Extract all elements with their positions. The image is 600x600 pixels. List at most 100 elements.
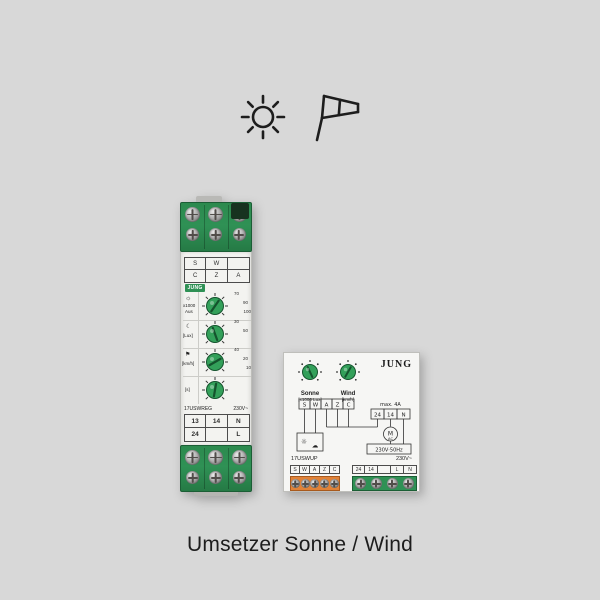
terminal-screw [186,471,200,484]
panel-divider [183,376,251,377]
terminal-screw [209,471,223,484]
terminal-label-cell [227,258,249,270]
terminal-label-cell [378,465,391,474]
terminal-screw [232,471,246,484]
terminal-label-cell: Z [206,270,228,282]
lux-threshold-knob [202,321,228,344]
cloud-icon: ☁ [312,442,319,450]
scale-number: 30 [233,319,239,324]
diagram-terminal: A [325,403,329,409]
diagram-terminal: S [303,403,307,409]
terminal-label-cell: Z [320,465,330,474]
scale-number: 90 [242,300,248,305]
terminal-screw [386,478,398,489]
scale-number: 100 [243,309,251,314]
panel-divider [183,320,251,321]
diagram-terminal: C [347,403,351,409]
brand-logo: JUNG [185,284,205,292]
terminal-label-cell: L [236,431,241,438]
terminal-label-cell: 13 [185,415,207,428]
model-number: 17USWREG [184,406,213,412]
time-unit-label: [s] [185,387,190,392]
wind-threshold-knob [202,349,228,372]
motor-symbol: M [388,431,393,438]
knob-group-sun: 70 90 100 [201,291,251,320]
voltage-rating: 230V~ [395,456,412,462]
terminal-label-cell: S [185,258,207,270]
max-load-label: max. 4A [380,402,401,408]
terminal-divider [204,205,205,249]
din-clip [196,196,222,204]
diagram-terminal: 14 [387,413,394,419]
caption: Umsetzer Sonne / Wind [187,533,413,556]
model-line: 17USWREG 230V~ [184,406,248,412]
terminal-label-cell: S [290,465,300,474]
terminal-screw [320,479,330,488]
terminal-label-cell [206,428,228,441]
lux-unit-label: [Lux] [183,333,193,338]
diagram-terminal: W [313,403,319,409]
flush-mount-module: Sonne [x1000 Lux] Wind [km/h] JUNG [283,352,420,492]
terminal-screw [329,479,339,488]
sonne-knob [298,360,322,381]
sun-symbol-icon: ☼ [185,295,192,302]
terminal-divider [228,205,229,249]
off-label: Aus [185,309,193,314]
knob-group-lux: 30 50 [201,319,249,348]
din-rail-module: S W C Z A JUNG ☼ x1000 Aus ☾ [Lux] ⚑ [km… [180,196,252,496]
terminal-divider [204,448,205,489]
scale-number: 70 [233,291,239,296]
brand-logo: JUNG [380,359,412,370]
category-icons [0,84,600,146]
model-number: 17USWUP [291,456,318,462]
terminal-labels-power: 24 14 L N [352,465,417,474]
terminal-screw [208,207,224,222]
terminal-label-cell: W [206,258,228,270]
terminal-label-cell: 24 [352,465,365,474]
terminal-label-cell: N [227,415,249,428]
sensor-connector-cap [231,203,249,219]
sun-threshold-knob [202,293,228,316]
terminal-screw [232,228,246,241]
terminal-label-cell: L [391,465,404,474]
diagram-terminal: 24 [374,413,381,419]
terminal-label-cell: N [404,465,417,474]
knob-unit: [km/h] [341,397,355,402]
terminal-screw [291,479,301,488]
terminal-block-bottom [180,445,252,492]
module-face: S W C Z A JUNG ☼ x1000 Aus ☾ [Lux] ⚑ [km… [180,252,252,445]
terminal-label-cell: C [330,465,340,474]
din-foot [194,488,238,496]
terminal-label-cell: 14 [365,465,378,474]
terminal-designation-table: S W C Z A [184,257,250,283]
knob-group-wind: Wind [km/h] [330,359,366,402]
terminal-label-cell: C [185,270,207,282]
terminal-screw [355,478,367,489]
sun-glyph-icon: ☼ [301,438,307,446]
terminal-screw [185,207,201,222]
knob-label: Wind [340,391,356,397]
wind-unit-label: [km/h] [182,361,195,366]
wiring-terminal-table: 13 14 N 24 L [184,414,250,442]
terminal-screw [371,478,383,489]
wind-flag-icon: ⚑ [185,352,191,358]
wind-knob [336,360,360,381]
terminal-screw [209,228,223,241]
terminal-label-cell: 24 [185,428,207,441]
sun-multiplier-label: x1000 [183,303,196,308]
diagram-terminal: Z [336,403,340,409]
terminal-label-cell: 14 [206,415,228,428]
knob-group-time [201,376,249,404]
terminal-divider [228,448,229,489]
supply-label: 230V·50Hz [375,448,403,454]
terminal-labels-sensor: S W A Z C [290,465,340,474]
scale-number: 40 [233,347,239,352]
diagram-terminal: N [401,413,405,419]
wiring-diagram: S W A Z C max. 4A 24 14 N M AC 230V·50Hz… [296,398,412,455]
voltage-rating: 230V~ [233,406,248,412]
scale-number: 10 [245,365,251,370]
terminal-screw [185,450,201,465]
terminal-screw [231,450,247,465]
terminal-label-cell: A [236,273,241,279]
